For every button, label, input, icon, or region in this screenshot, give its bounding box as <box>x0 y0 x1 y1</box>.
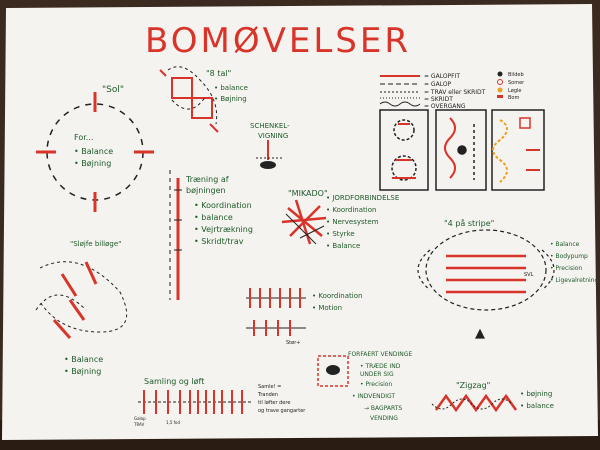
legend-right-0: Bildeb <box>508 72 524 78</box>
traening-line-1: bøjningen <box>186 186 226 195</box>
fire-paa-stribe-label: "4 på stripe" <box>444 218 494 228</box>
forfaerd-label: FORFAERT VENDINGE <box>348 351 412 358</box>
forfaerd-diagram <box>317 355 349 387</box>
forfaerd-line-5: VENDING <box>370 415 398 422</box>
fire-paa-stribe-sub: SVL <box>524 272 534 278</box>
koordination-diagram <box>246 288 306 336</box>
mikado-label: "MIKADO" <box>288 189 328 198</box>
legend-item-4: = OVERGANG <box>424 103 466 110</box>
forfaerd-line-0: • TRÆDE IND <box>360 363 401 370</box>
traening-diagram <box>169 170 182 300</box>
legend-item-2: = TRAV eller SKRIDT <box>424 89 486 96</box>
otte-tal-label: "8 tal" <box>206 69 231 78</box>
samling-tick-2: 1,5 fod <box>166 420 180 425</box>
schenkel-line-1: VIGNING <box>258 132 288 140</box>
mikado-line-3: • Styrke <box>326 230 355 238</box>
legend-item-1: = GALOP <box>424 81 452 88</box>
samling-note-1: Tranden <box>257 392 278 398</box>
schenkel-line-0: SCHENKEL- <box>250 122 290 130</box>
traening-line-4: • Vejrtrækning <box>194 225 253 234</box>
sloejfe-line-1: • Bøjning <box>64 367 101 376</box>
legend <box>379 75 421 107</box>
otte-tal-diagram <box>159 66 219 133</box>
samling-tick-0: Galop <box>134 416 146 421</box>
sol-line-2: • Bøjning <box>74 159 111 168</box>
traening-line-5: • Skridt/trav <box>194 237 244 246</box>
koordination-line-1: • Motion <box>312 304 342 312</box>
traening-line-0: Træning af <box>185 175 229 184</box>
course-box-2 <box>435 109 487 191</box>
legend-right-3: Bom <box>508 95 519 101</box>
forfaerd-line-4: → BAGPARTS <box>364 405 402 412</box>
zigzag-diagram <box>431 393 518 413</box>
traening-line-3: • balance <box>194 213 233 222</box>
legend-item-0: = GALOPFIT <box>424 73 460 80</box>
zigzag-line-1: • balance <box>520 402 554 410</box>
koordination-line-0: • Koordination <box>312 292 362 300</box>
fire-paa-stribe-diagram <box>417 229 555 339</box>
otte-tal-line-1: • Bøjning <box>214 95 247 103</box>
zigzag-line-0: • bøjning <box>520 390 552 398</box>
sol-line-1: • Balance <box>74 147 113 156</box>
poster-paper <box>2 4 598 440</box>
samling-tick-1: TRAV <box>133 422 145 427</box>
fire-paa-stribe-line-0: • Balance <box>550 241 580 248</box>
course-box-1 <box>379 109 429 191</box>
otte-tal-line-0: • balance <box>214 84 248 92</box>
sol-diagram <box>36 92 154 212</box>
sloejfe-diagram <box>35 261 128 339</box>
samling-label: Samling og løft <box>144 377 204 386</box>
title: BOMØVELSER <box>145 21 411 61</box>
sol-line-0: For... <box>74 133 93 142</box>
zigzag-label: "Zigzag" <box>456 381 490 390</box>
mikado-line-2: • Nervesystem <box>326 218 379 226</box>
fire-paa-stribe-line-2: • Precision <box>550 265 582 272</box>
samling-note-0: Samle! = <box>258 384 281 390</box>
sloejfe-line-0: • Balance <box>64 355 103 364</box>
course-box-3 <box>491 109 545 191</box>
forfaerd-line-3: • INDVENDIGT <box>352 393 395 400</box>
samling-note-2: til løfter dere <box>258 400 290 406</box>
sloejfe-label: "Sløjfe billøge" <box>70 240 121 248</box>
mikado-diagram <box>281 199 327 245</box>
mikado-line-1: • Koordination <box>326 206 376 214</box>
samling-note-3: og trave gangarter <box>258 408 306 414</box>
legend-right-icons <box>497 71 503 98</box>
mikado-line-4: • Balance <box>326 242 360 250</box>
legend-item-3: = SKRIDT <box>424 96 453 103</box>
traening-line-2: • Koordination <box>194 201 252 210</box>
mikado-line-0: • JORDFORBINDELSE <box>326 194 399 202</box>
legend-right-1: Somer <box>508 80 525 86</box>
forfaerd-line-1: UNDER SIG <box>360 371 394 378</box>
sol-label: "Sol" <box>102 85 124 95</box>
schenkel-diagram <box>256 140 282 169</box>
koordination-caption: Stør+ <box>286 340 300 346</box>
fire-paa-stribe-line-3: • Ligevalretning <box>550 277 599 284</box>
fire-paa-stribe-line-1: • Bodypump <box>550 253 588 260</box>
legend-right-2: Løgle <box>508 88 521 94</box>
samling-diagram <box>138 390 252 414</box>
forfaerd-line-2: • Precision <box>360 381 392 388</box>
